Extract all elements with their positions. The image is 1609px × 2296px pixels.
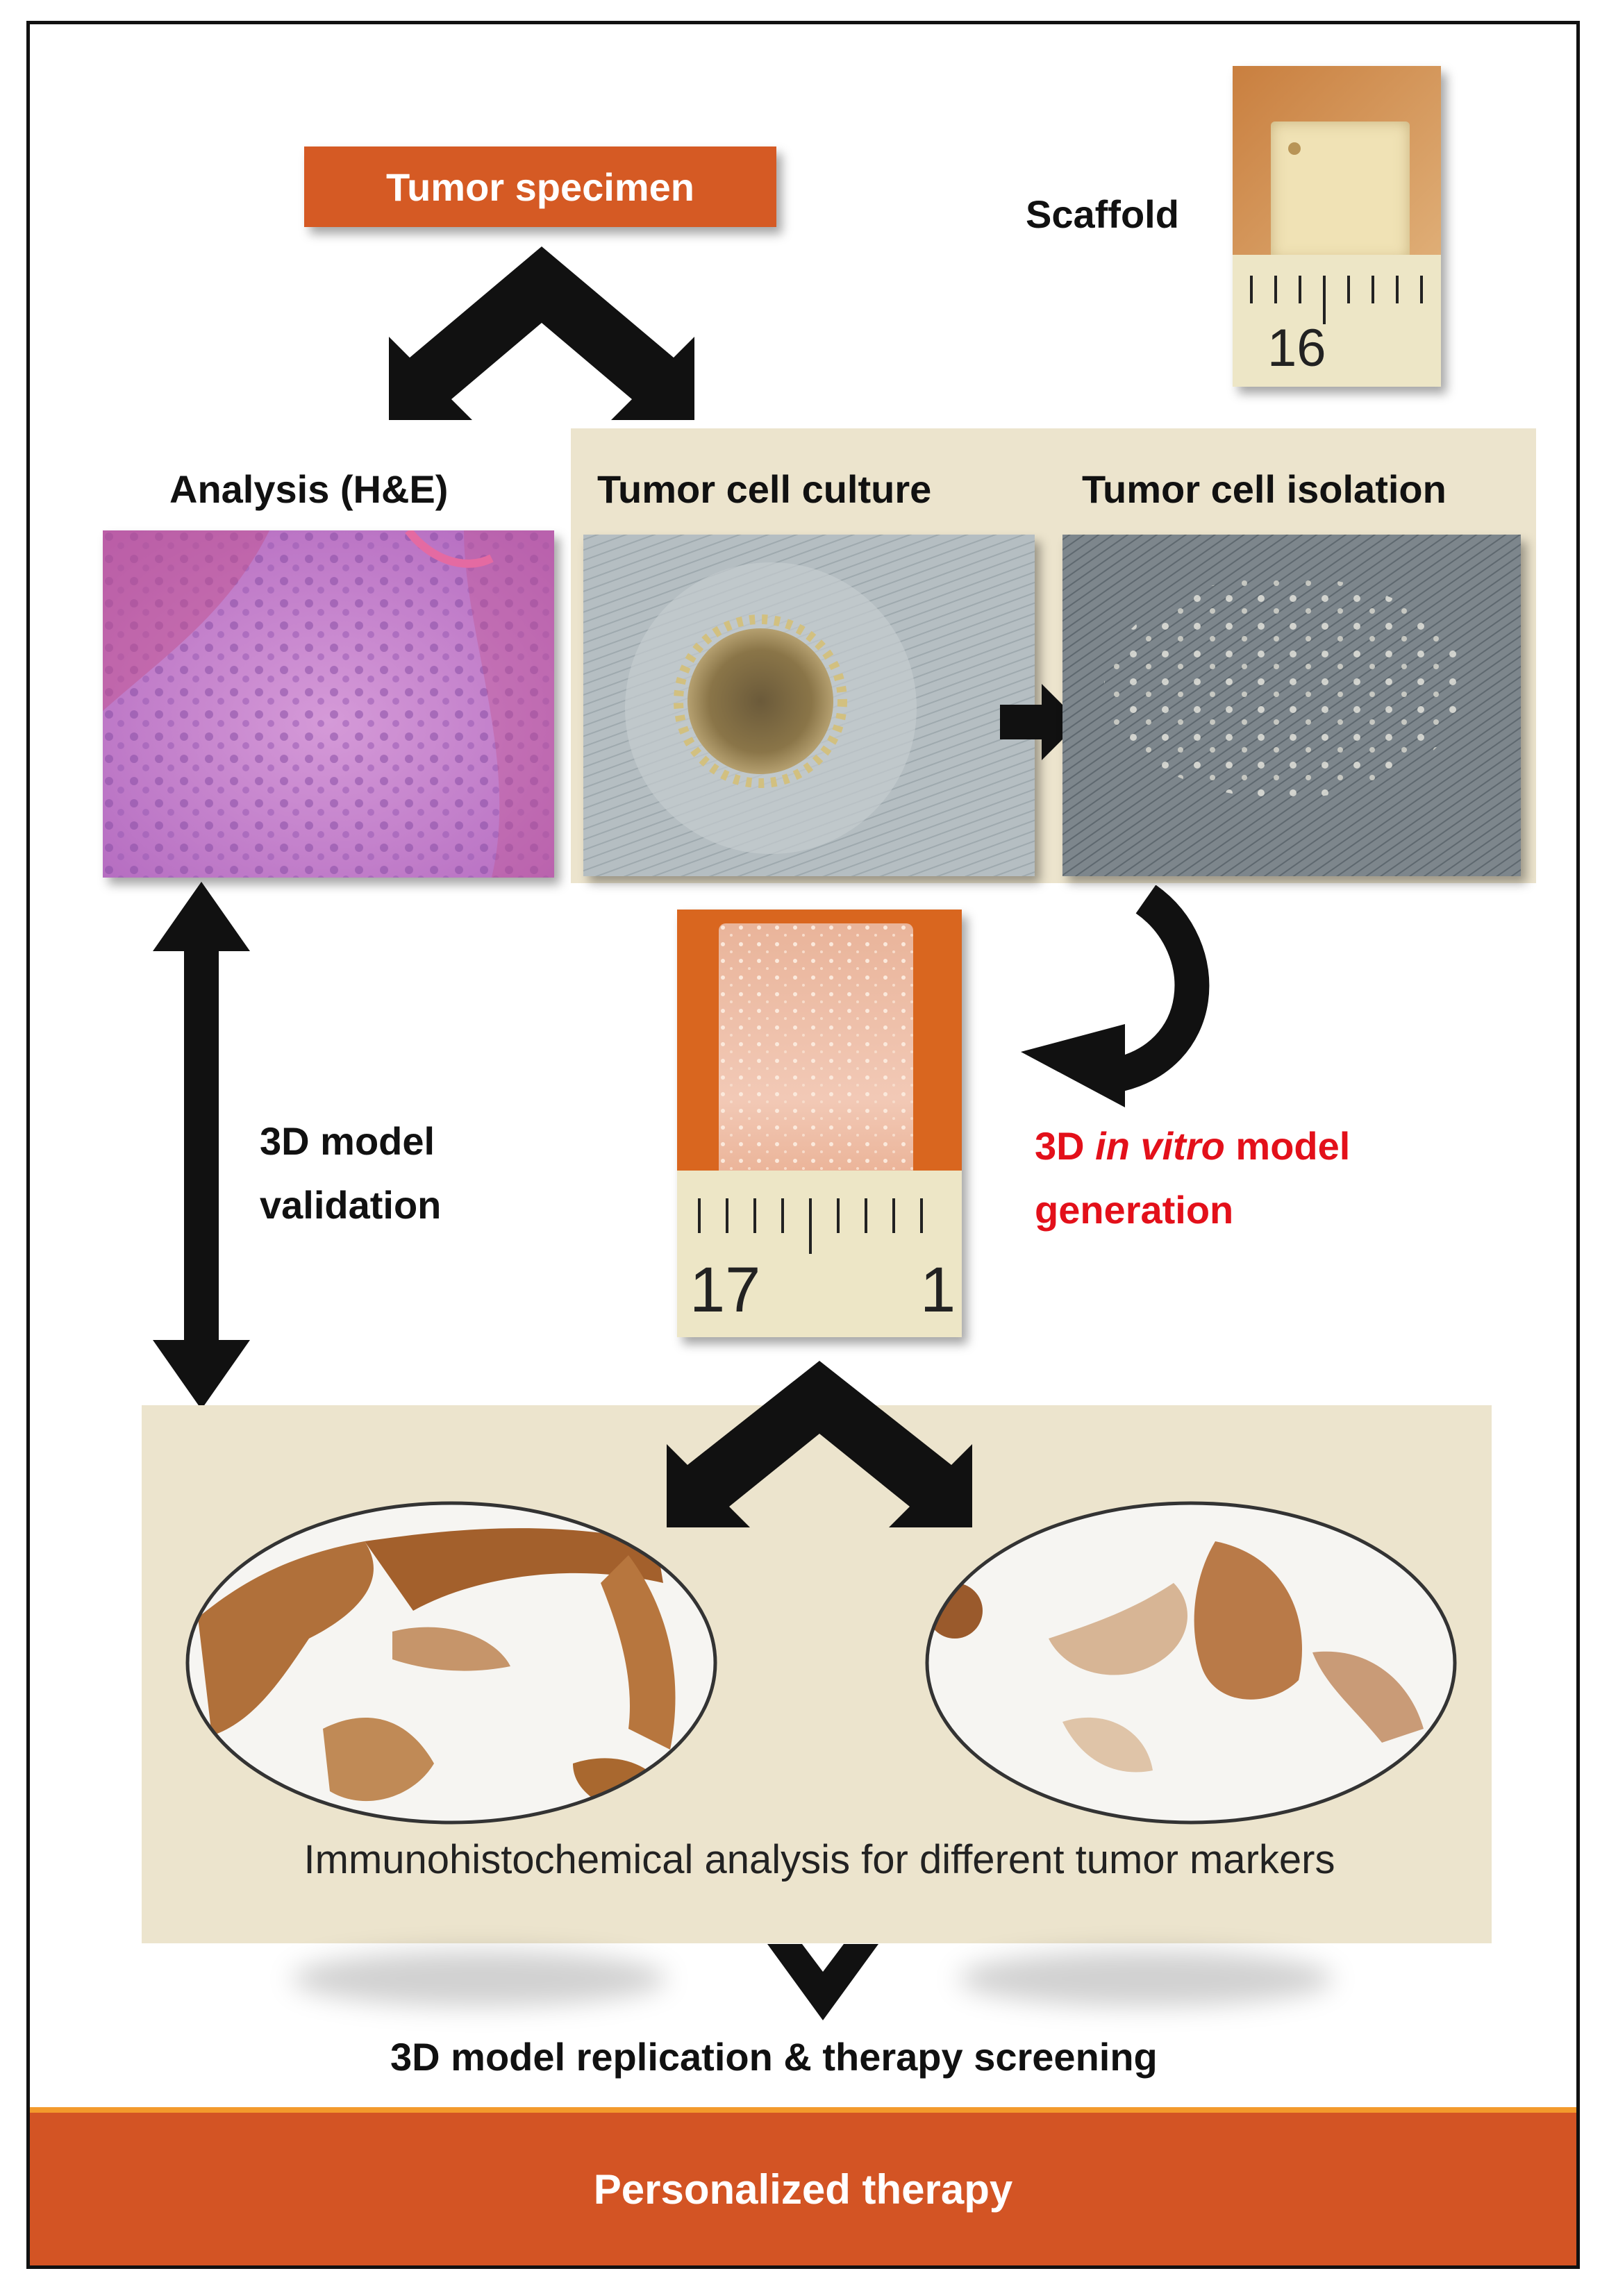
scaffold-photo: 16 bbox=[1233, 66, 1441, 387]
tumor-specimen-label: Tumor specimen bbox=[386, 165, 694, 209]
generation-italic: in vitro bbox=[1095, 1124, 1225, 1168]
ihc-stain-right bbox=[925, 1501, 1457, 1825]
generation-suffix: model bbox=[1224, 1124, 1351, 1168]
tumor-cell-isolation-label: Tumor cell isolation bbox=[1082, 467, 1447, 511]
split-arrows-bottom bbox=[667, 1361, 972, 1527]
generation-prefix: 3D bbox=[1035, 1124, 1096, 1168]
split-arrows-top bbox=[389, 246, 694, 420]
model-ruler-number-2: 1 bbox=[920, 1255, 956, 1325]
culture-to-isolation-arrow bbox=[1000, 684, 1080, 760]
tumor-cell-isolation-photo bbox=[1062, 535, 1521, 876]
tumor-cell-culture-label: Tumor cell culture bbox=[597, 467, 932, 511]
scaffold-ruler-number: 16 bbox=[1267, 319, 1326, 378]
validation-label: 3D model validation bbox=[260, 1109, 441, 1237]
analysis-label: Analysis (H&E) bbox=[169, 467, 449, 511]
panel-shadow-left bbox=[292, 1951, 667, 2006]
3d-model-photo: 17 1 bbox=[677, 910, 962, 1337]
scaffold-label: Scaffold bbox=[1026, 192, 1179, 236]
model-generation-label: 3D in vitro model generation bbox=[1035, 1114, 1350, 1242]
model-ruler-number: 17 bbox=[690, 1255, 761, 1325]
tumor-specimen-box: Tumor specimen bbox=[304, 146, 776, 227]
personalized-therapy-label: Personalized therapy bbox=[593, 2165, 1013, 2213]
panel-shadow-right bbox=[958, 1951, 1333, 2006]
ihc-stain-left bbox=[185, 1501, 717, 1825]
validation-double-arrow bbox=[153, 882, 250, 1409]
tumor-cell-culture-photo bbox=[583, 535, 1035, 876]
he-stain-photo bbox=[103, 530, 554, 878]
ihc-caption: Immunohistochemical analysis for differe… bbox=[303, 1837, 1335, 1882]
replication-label: 3D model replication & therapy screening bbox=[390, 2035, 1158, 2079]
generation-line2: generation bbox=[1035, 1188, 1234, 1232]
down-chevron-arrow bbox=[767, 1944, 878, 2020]
validation-line2: validation bbox=[260, 1183, 442, 1227]
validation-line1: 3D model bbox=[260, 1119, 435, 1163]
personalized-therapy-bar: Personalized therapy bbox=[30, 2107, 1576, 2265]
curved-arrow-to-model bbox=[1021, 885, 1210, 1107]
